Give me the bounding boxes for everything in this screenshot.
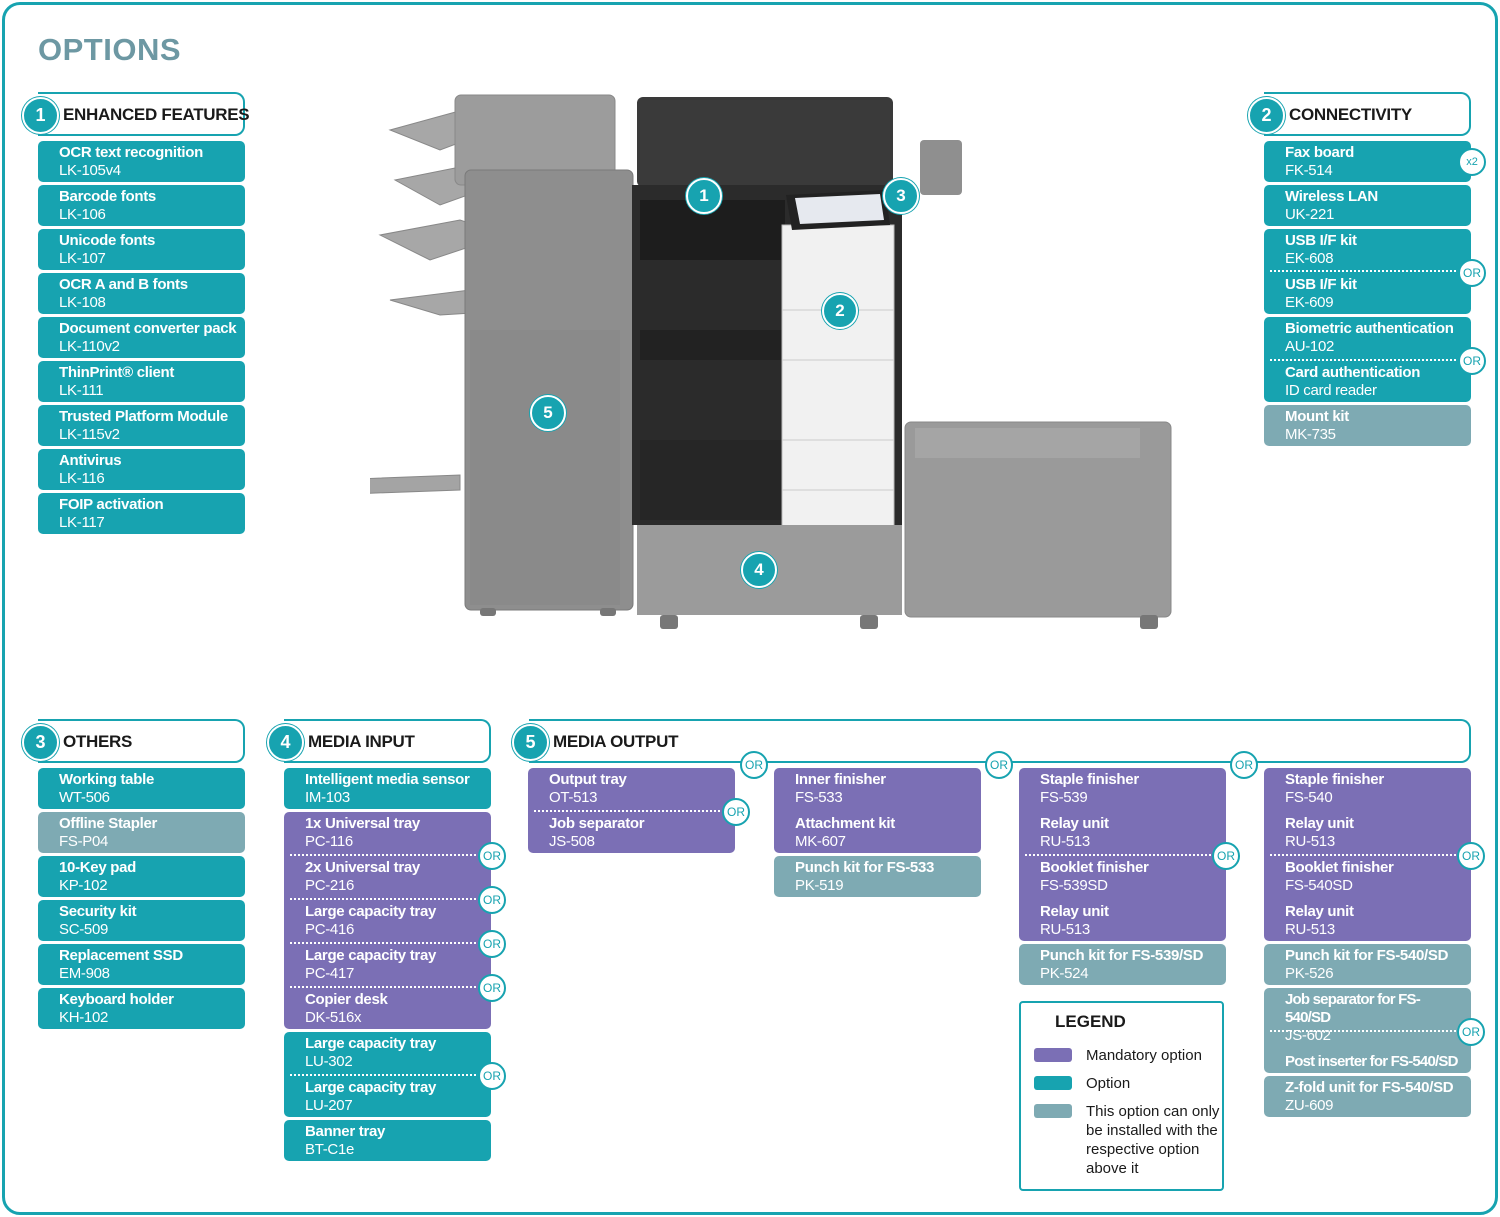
or-divider bbox=[534, 810, 720, 812]
section-title: MEDIA INPUT bbox=[308, 732, 415, 751]
page-title: OPTIONS bbox=[38, 32, 182, 67]
or-divider bbox=[290, 854, 476, 856]
or-badge: OR bbox=[478, 842, 506, 870]
callout-5: 5 bbox=[530, 395, 566, 431]
legend-swatch-dependent bbox=[1034, 1104, 1072, 1118]
or-divider bbox=[290, 898, 476, 900]
section-title: ENHANCED FEATURES bbox=[63, 105, 250, 124]
section-number: 3 bbox=[22, 724, 59, 761]
section-number: 1 bbox=[22, 97, 59, 134]
or-badge: OR bbox=[1212, 842, 1240, 870]
or-divider bbox=[1270, 359, 1456, 361]
legend-label-option: Option bbox=[1086, 1075, 1131, 1092]
legend-swatch-mandatory bbox=[1034, 1048, 1072, 1062]
or-badge: OR bbox=[1457, 1018, 1485, 1046]
or-divider bbox=[290, 1074, 476, 1076]
section-header bbox=[284, 719, 491, 763]
printer-illustration bbox=[370, 94, 1172, 629]
quantity-x2-badge: x2 bbox=[1458, 148, 1486, 176]
or-divider bbox=[1270, 1030, 1456, 1032]
or-divider bbox=[1270, 270, 1456, 272]
or-divider bbox=[1025, 854, 1211, 856]
or-divider bbox=[290, 986, 476, 988]
or-badge: OR bbox=[1458, 347, 1486, 375]
or-divider bbox=[290, 942, 476, 944]
or-badge: OR bbox=[1457, 842, 1485, 870]
section-header bbox=[1264, 92, 1471, 136]
section-header bbox=[38, 92, 245, 136]
or-badge: OR bbox=[740, 751, 768, 779]
section-title: OTHERS bbox=[63, 732, 133, 751]
callout-2: 2 bbox=[822, 293, 858, 329]
or-badge: OR bbox=[722, 798, 750, 826]
section-header bbox=[38, 719, 245, 763]
legend: LEGEND Mandatory option Option This opti… bbox=[1019, 1001, 1224, 1191]
or-badge: OR bbox=[1230, 751, 1258, 779]
legend-label-mandatory: Mandatory option bbox=[1086, 1047, 1202, 1064]
legend-label-dependent: This option can only be installed with t… bbox=[1086, 1103, 1220, 1177]
legend-swatch-option bbox=[1034, 1076, 1072, 1090]
legend-title: LEGEND bbox=[1055, 1012, 1126, 1031]
section-number: 5 bbox=[512, 724, 549, 761]
or-badge: OR bbox=[478, 974, 506, 1002]
section-title: MEDIA OUTPUT bbox=[553, 732, 679, 751]
or-badge: OR bbox=[478, 1062, 506, 1090]
callout-3: 3 bbox=[883, 178, 919, 214]
or-divider bbox=[1270, 854, 1456, 856]
section-number: 4 bbox=[267, 724, 304, 761]
callout-4: 4 bbox=[741, 552, 777, 588]
section-number: 2 bbox=[1248, 97, 1285, 134]
or-badge: OR bbox=[478, 930, 506, 958]
or-badge: OR bbox=[1458, 259, 1486, 287]
or-badge: OR bbox=[478, 886, 506, 914]
or-badge: OR bbox=[985, 751, 1013, 779]
callout-1: 1 bbox=[686, 178, 722, 214]
section-title: CONNECTIVITY bbox=[1289, 105, 1412, 124]
